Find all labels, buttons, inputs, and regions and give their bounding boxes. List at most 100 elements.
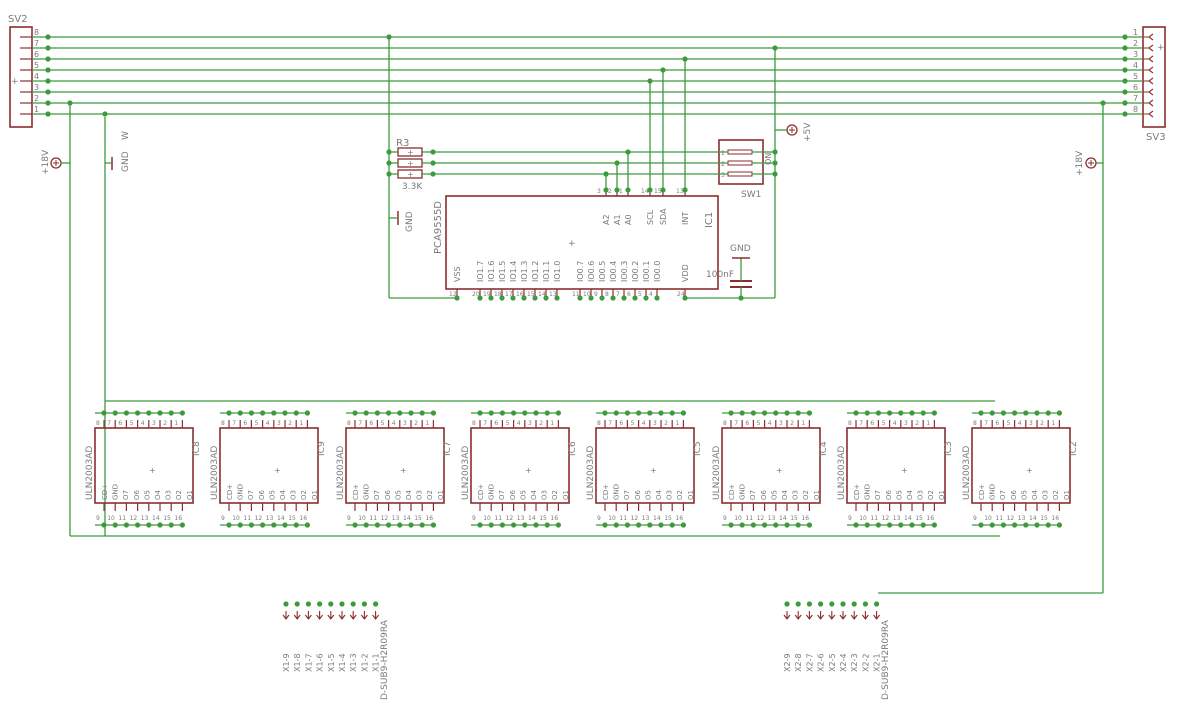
ic1-bottom-pin-label: VSS [453,266,462,282]
junction-dot [430,160,436,166]
driver-bottom-pin-number: 16 [801,515,809,522]
driver-bottom-pin-number: 13 [893,515,901,522]
driver-part-label: ULN2003AD [712,446,722,500]
driver-top-pin-number: 3 [403,420,407,427]
sv3-pin-number: 5 [1133,72,1138,81]
ic1-bottom-pin-label: IO0.4 [609,261,618,282]
dsub-pin-label: X2-4 [839,653,848,672]
ic1-bottom-pin-number: 4 [649,291,653,298]
junction-dot [1100,100,1106,106]
sv3-pin-stub [1143,77,1154,85]
junction-dot [430,171,436,177]
junction-dot [430,149,436,155]
driver-pin-name: GND [989,484,997,500]
ic1-top-pin-number: 1 [619,188,623,195]
driver-top-pin-number: 5 [506,420,510,427]
ic1-bottom-pin-label: IO0.1 [642,261,651,282]
driver-name-label: IC4 [819,441,829,456]
sv2-pin-number: 4 [34,72,39,81]
driver-pin-name: O7 [623,490,631,500]
junction-dot [818,601,824,607]
driver-top-pin-number: 2 [288,420,292,427]
driver-pin-name: GND [488,484,496,500]
driver-pin-name: O3 [165,490,173,500]
dsub-part-label: D-SUB9-H2R09RA [881,619,891,700]
junction-dot [738,295,744,301]
junction-dot [610,295,616,301]
junction-dot [373,601,379,607]
driver-pin-name: O1 [186,490,194,500]
driver-body [971,427,1071,504]
driver-bottom-pin-number: 10 [984,515,992,522]
ic1-top-pin-label: SDA [659,208,668,225]
driver-pin-name: O7 [373,490,381,500]
driver-bottom-pin-number: 12 [631,515,639,522]
driver-pin-name: O1 [1063,490,1071,500]
sv2-pin-number: 2 [34,94,39,103]
driver-pin-name: O1 [938,490,946,500]
driver-top-pin-number: 7 [358,420,362,427]
junction-dot [588,295,594,301]
capacitor-100nf: GND 100nF [706,244,752,298]
gnd-left-label: GND [121,151,131,172]
sv3-pin-number: 3 [1133,50,1138,59]
r3-resistor-bodies: +++ [397,147,423,179]
junction-dot [67,100,73,106]
driver-origin-mark: + [901,466,908,475]
driver-bottom-pin-number: 15 [163,515,171,522]
driver-bottom-pin-number: 13 [141,515,149,522]
driver-top-pin-number: 1 [1051,420,1055,427]
driver-pin-name: O5 [143,490,151,500]
driver-pin-name: O4 [405,489,413,500]
driver-bottom-pin-number: 11 [118,515,126,522]
junction-dot [599,295,605,301]
dsub-pin [372,611,380,620]
ic1-name: IC1 [704,212,715,228]
driver-name-label: IC5 [693,441,703,456]
driver-top-pin-number: 3 [528,420,532,427]
junction-dot [499,295,505,301]
ic1-bottom-pin-label: IO0.5 [598,261,607,282]
driver-pin-name: O2 [927,490,935,500]
driver-pin-name: O7 [749,490,757,500]
driver-pin-name: GND [237,484,245,500]
left-18v-label: +18V [41,149,51,175]
driver-pin-name: O4 [279,489,287,500]
junction-dot [305,601,311,607]
dsub-pin [282,611,290,620]
driver-bottom-pin-number: 9 [848,515,852,522]
sv3-pin-stub [1143,66,1154,74]
dsub-pin [817,611,825,620]
sv3-pin-number: 1 [1133,28,1138,37]
driver-top-pin-number: 1 [926,420,930,427]
driver-pin-name: GND [613,484,621,500]
junction-dot [795,601,801,607]
driver-top-pin-number: 8 [597,420,601,427]
driver-bottom-pin-number: 12 [1007,515,1015,522]
driver-bottom-pin-number: 10 [483,515,491,522]
driver-top-pin-number: 3 [779,420,783,427]
dsub-pin [839,611,847,620]
sv3-pin-number: 7 [1133,94,1138,103]
driver-top-pin-number: 3 [152,420,156,427]
driver-bottom-pin-number: 13 [1018,515,1026,522]
driver-pin-name: O7 [874,490,882,500]
junction-dot [577,295,583,301]
driver-top-pin-number: 3 [904,420,908,427]
junction-dot [772,171,778,177]
driver-bottom-pin-number: 9 [347,515,351,522]
dsub-pin [304,611,312,620]
driver-name-label: IC9 [317,441,327,456]
driver-top-pin-number: 6 [870,420,874,427]
dsub-pin-label: X1-9 [282,653,291,672]
junction-dot [851,601,857,607]
resistor-r3: R3 3.3K +++ [396,138,423,192]
driver-top-pin-number: 3 [1029,420,1033,427]
